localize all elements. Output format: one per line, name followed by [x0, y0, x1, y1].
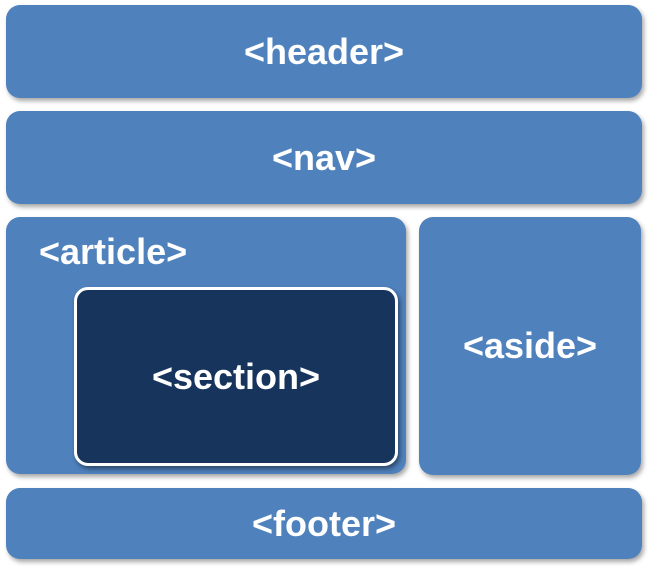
footer-block: <footer> — [6, 488, 642, 559]
article-block: <article> <section> — [6, 217, 406, 474]
nav-block: <nav> — [6, 111, 642, 204]
header-block: <header> — [6, 5, 642, 98]
footer-label: <footer> — [251, 502, 397, 544]
nav-label: <nav> — [271, 136, 377, 178]
section-block: <section> — [74, 287, 398, 466]
article-label: <article> — [39, 231, 188, 272]
header-label: <header> — [243, 30, 405, 72]
aside-block: <aside> — [419, 217, 641, 475]
section-label: <section> — [151, 355, 321, 397]
aside-label: <aside> — [462, 325, 598, 366]
